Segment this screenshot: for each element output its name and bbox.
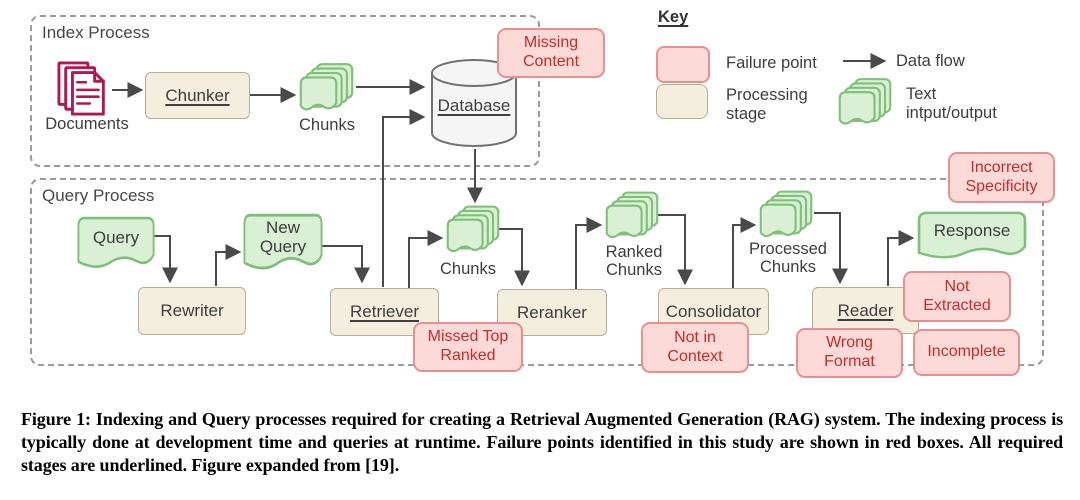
- key-text-io-label: Text intput/output: [906, 85, 997, 122]
- documents-label: Documents: [45, 115, 129, 133]
- stage-reader: Reader: [812, 287, 919, 334]
- failure-missing-content: Missing Content: [497, 28, 605, 78]
- failure-wrong-format: Wrong Format: [796, 328, 903, 378]
- database-label: Database: [437, 95, 511, 115]
- rewriter-label: Rewriter: [160, 301, 224, 320]
- query-process-label: Query Process: [42, 186, 155, 205]
- reader-label: Reader: [837, 300, 894, 320]
- failure-not-extracted: Not Extracted: [903, 271, 1011, 322]
- key-processing-swatch: [656, 84, 708, 119]
- query-process-box: [30, 178, 1044, 366]
- ranked-chunks-label: Ranked Chunks: [605, 243, 663, 279]
- failure-incomplete: Incomplete: [913, 329, 1020, 376]
- failure-missed-top-ranked: Missed Top Ranked: [413, 322, 523, 372]
- retriever-label: Retriever: [350, 302, 419, 321]
- chunks-query-label: Chunks: [440, 260, 496, 278]
- key-text-io-icon: [838, 78, 892, 125]
- failure-incorrect-specificity: Incorrect Specificity: [948, 152, 1055, 203]
- query-node: Query: [77, 216, 155, 273]
- key-failure-label: Failure point: [726, 54, 817, 72]
- key-data-flow-label: Data flow: [896, 52, 965, 70]
- consolidator-label: Consolidator: [665, 301, 762, 321]
- chunks-index-label: Chunks: [299, 116, 355, 134]
- documents-icon: [57, 61, 105, 116]
- new-query-label: New Query: [259, 217, 307, 256]
- key-title: Key: [658, 8, 689, 26]
- response-label: Response: [933, 221, 1011, 241]
- database-node: Database: [428, 57, 520, 149]
- new-query-node: New Query: [243, 213, 323, 275]
- ranked-chunks-icon: [605, 191, 659, 239]
- query-label: Query: [92, 228, 140, 248]
- chunks-query-icon: [446, 205, 500, 253]
- key-processing-label: Processing stage: [726, 86, 808, 123]
- database-cylinder-icon: [431, 59, 517, 147]
- stage-chunker: Chunker: [145, 72, 250, 119]
- key-failure-swatch: [656, 46, 710, 83]
- reranker-label: Reranker: [517, 302, 587, 322]
- chunker-label: Chunker: [165, 85, 230, 105]
- processed-chunks-label: Processed Chunks: [749, 240, 827, 276]
- figure-caption: Figure 1: Indexing and Query processes r…: [21, 409, 1063, 476]
- stage-rewriter: Rewriter: [138, 287, 246, 335]
- processed-chunks-icon: [759, 190, 813, 238]
- index-process-label: Index Process: [42, 23, 150, 42]
- response-node: Response: [917, 211, 1027, 263]
- chunks-index-icon: [299, 63, 354, 111]
- failure-not-in-context: Not in Context: [641, 322, 749, 373]
- index-process-box: [30, 15, 540, 167]
